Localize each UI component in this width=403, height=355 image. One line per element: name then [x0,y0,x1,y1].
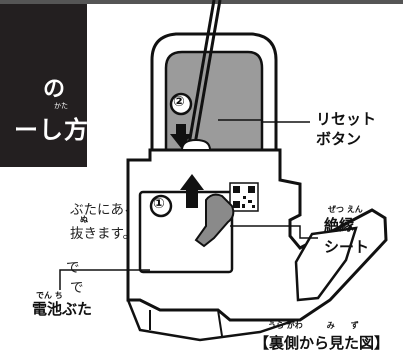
arrow-down [170,124,192,148]
figure-caption: 【裏側から見た図】 [254,334,390,352]
qr-code [229,182,259,212]
base-detail-2 [217,309,223,337]
instruction-line-1: ぶたにある [70,202,138,218]
reset-button [180,138,212,151]
grey-panel [164,50,264,152]
instruction-line-4: で [70,280,84,296]
insulation-sheet [194,193,235,248]
device-base [126,299,297,342]
step-2-number: ② [173,94,185,110]
title-ruby: かた [54,102,68,110]
instruction-line-3: で [66,260,80,276]
reset-leader-line [218,119,310,123]
insulation-label-1: 絶縁 [324,216,355,234]
reset-button-label-1: リセット [316,110,377,128]
battery-leader-line [59,269,150,290]
instruction-line-2: 抜きます。 [70,226,137,242]
insulation-ruby: ぜつ えん [328,205,363,214]
insulation-leader-line [230,225,318,239]
caption-ruby: うら がわ み ず [268,321,359,330]
step-1-circle [149,194,173,218]
battery-ruby: でん ち [36,291,63,300]
top-border [0,0,403,4]
handle-opening [294,226,358,302]
strap-line-1 [186,0,216,151]
title-line-1: の [43,77,67,102]
instruction-ruby: ぬ [80,215,88,224]
strap-line-2 [192,0,222,151]
reset-button-label-2: ボタン [316,130,362,148]
step-1-number: ① [153,196,165,212]
arrow-up [180,174,204,208]
insulation-label-2: シート [324,238,370,256]
title-line-2: ーし方 [14,116,89,144]
step-2-circle [169,92,193,116]
battery-cover-label: 電池ぶた [32,300,93,318]
title-block [0,0,87,167]
